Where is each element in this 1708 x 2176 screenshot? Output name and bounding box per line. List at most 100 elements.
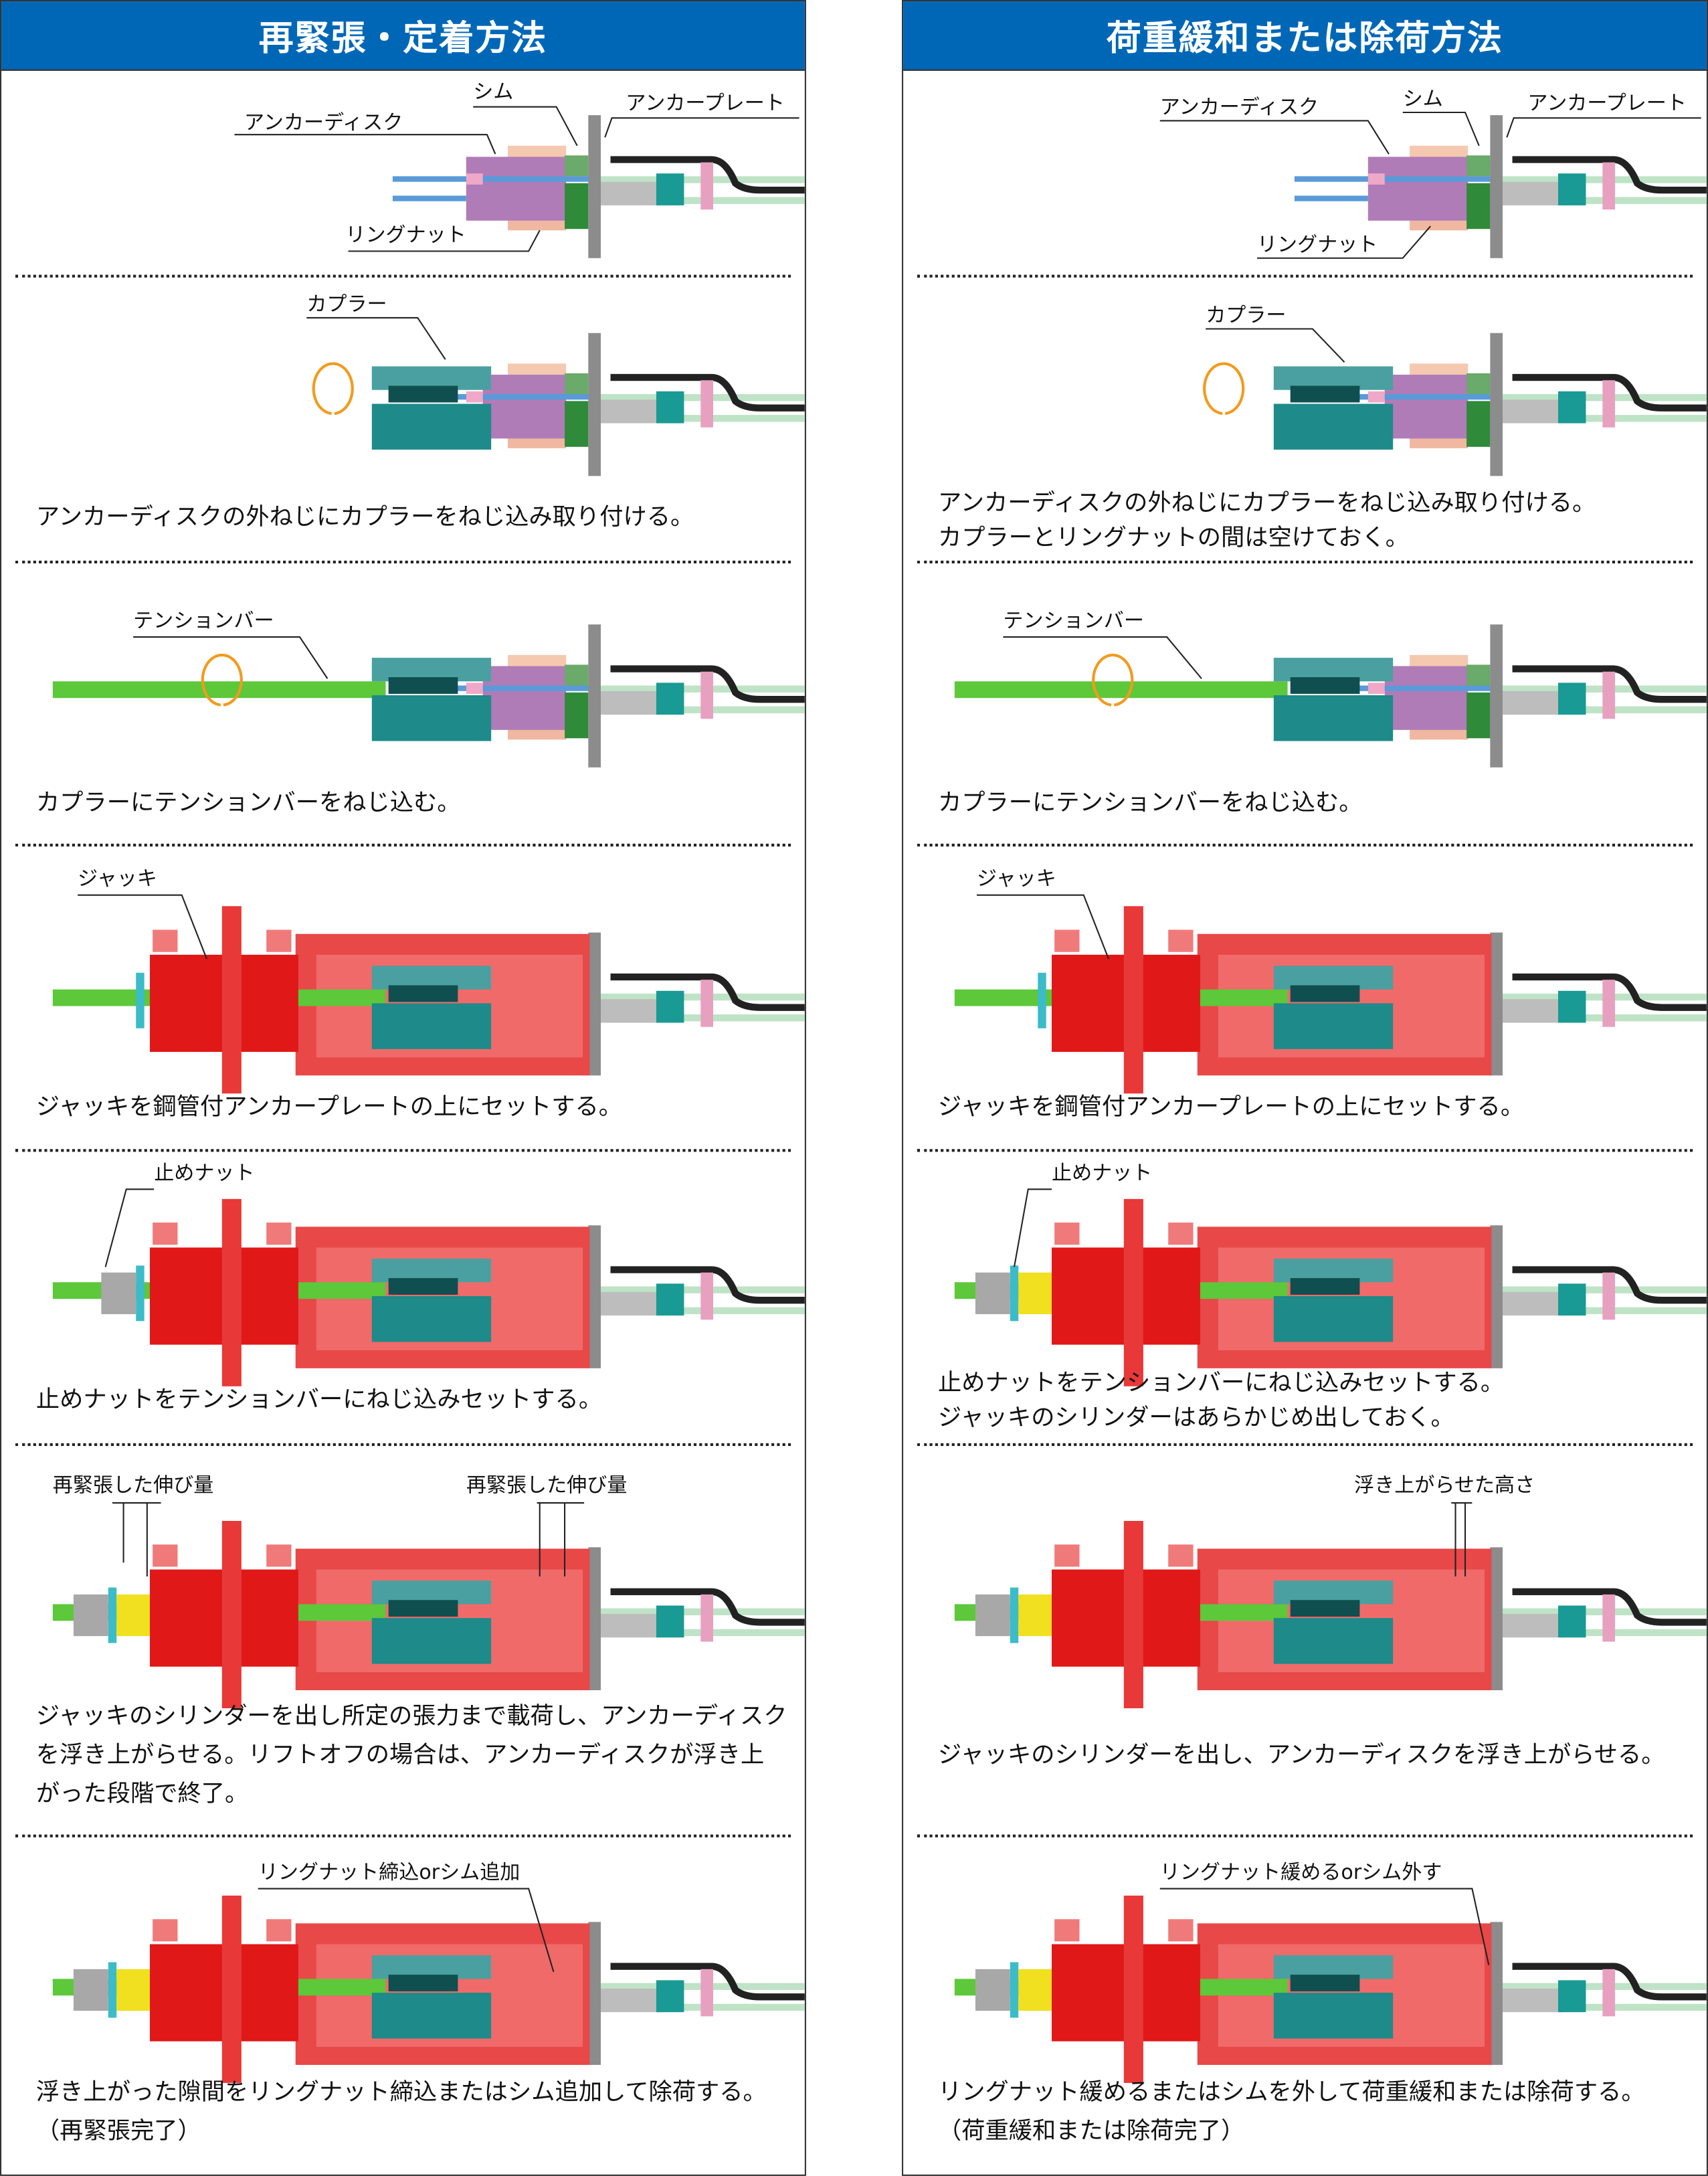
strand [1495,1629,1707,1637]
leader-line [977,894,1110,960]
leader-line [1159,120,1390,155]
label-ring-nut: リングナット [345,224,466,248]
steel-tube [600,691,664,715]
coupler-thread [1290,677,1360,694]
divider [917,274,1693,278]
seat-ring [1010,1587,1019,1643]
teal-coupling [1557,1980,1586,2013]
strand [593,1608,805,1616]
rotation-arrow-icon [312,362,354,416]
sheath-duct [610,156,805,194]
anchor-plate [588,333,601,476]
caption-step6: ジャッキのシリンダーを出し、アンカーディスクを浮き上がらせる。 [937,1741,1665,1770]
caption-step7-line1: リングナット緩めるまたはシムを外して荷重緩和または除荷する。 [937,2078,1645,2107]
strand-blue [392,195,466,201]
strand [593,1286,805,1293]
jack-handle [1054,1222,1080,1245]
steel-tube [1503,181,1565,205]
caption-step7-line2: （再緊張完了） [35,2117,201,2146]
strand [1495,1286,1707,1293]
strand [1495,2003,1707,2011]
sheath-duct [610,1963,805,2001]
label-tension-bar: テンションバー [133,610,274,633]
pink-spacer [1602,1969,1616,2017]
steel-tube [600,181,664,205]
label-jack: ジャッキ [78,869,157,891]
coupler [1273,403,1394,450]
seat-ring [108,1962,117,2018]
coupler-thread [388,985,458,1002]
pink-spacer [1602,1594,1616,1642]
strand [593,415,805,422]
anchor-plate [588,1922,601,2065]
anchor-plate [588,115,601,258]
jack-lug [1123,1895,1143,2083]
caption-step5-line1: 止めナットをテンションバーにねじ込みセットする。 [937,1369,1505,1398]
sheath-duct [610,973,805,1011]
strand [593,1629,805,1637]
anchor-disk [482,374,567,439]
jack-ram [116,1969,150,2011]
teal-coupling [656,173,684,205]
coupler-thread [1290,985,1360,1002]
anchor-plate [1490,1547,1503,1691]
teal-coupling [1557,1605,1586,1638]
label-final-action: リングナット締込orシム追加 [258,1862,520,1885]
label-lift-height: 浮き上がらせた高さ [1354,1475,1535,1498]
steel-tube [1503,399,1565,424]
shim [1466,183,1491,230]
teal-coupling [1557,683,1586,715]
pink-spacer [1602,980,1616,1027]
tension-bar [52,681,386,699]
strand [593,2003,805,2011]
steel-tube [600,1613,664,1638]
jack-handle [1168,1919,1194,1942]
sheath-duct [610,1266,805,1304]
anchor-plate [1490,1225,1503,1368]
pink-spacer [700,1594,713,1642]
seat-ring [136,1265,145,1322]
coupler [1273,1003,1394,1049]
seat-ring [108,1587,117,1643]
teal-coupling [1557,1283,1586,1316]
leader-line [1506,117,1701,138]
divider [15,1443,791,1447]
label-shim: シム [473,82,514,104]
label-shim: シム [1402,88,1443,111]
jack-handle [1054,1919,1080,1942]
teal-coupling [656,990,684,1023]
pink-spacer [1602,671,1616,719]
shim [1466,401,1491,447]
steel-tube [1503,691,1565,715]
leader-line [258,1888,555,1973]
left-diagrams [52,106,805,2083]
coupler [371,1003,492,1049]
sheath-duct [610,665,805,703]
caption-step7-line1: 浮き上がった隙間をリングナット締込またはシム追加して除荷する。 [35,2078,767,2107]
jack-lug [221,1198,242,1386]
caption-step2: アンカーディスクの外ねじにカプラーをねじ込み取り付ける。 [35,503,694,532]
anchor-plate [588,1547,601,1691]
divider [15,1149,791,1152]
divider [15,1834,791,1837]
divider [15,843,791,847]
stop-nut [73,1969,108,2011]
label-coupler: カプラー [1206,305,1287,328]
label-elongation: 再緊張した伸び量 [466,1475,628,1498]
leader-line [1014,1188,1052,1267]
steel-tube [600,1988,664,2013]
jack-handle [1168,929,1194,952]
coupler [371,1296,492,1342]
label-ring-nut: リングナット [1256,234,1378,257]
jack-lug [1123,1198,1143,1386]
coupler-thread [1290,1600,1360,1617]
leader-line [1003,636,1202,679]
shim [1466,155,1491,177]
right-diagrams [954,111,1707,2083]
caption-step2-line2: カプラーとリングナットの間は空けておく。 [937,524,1410,553]
anchor-disk [1367,157,1468,221]
strand [593,706,805,713]
coupler [1273,1618,1394,1664]
strand-blue [1301,393,1496,400]
steel-tube [600,399,664,424]
